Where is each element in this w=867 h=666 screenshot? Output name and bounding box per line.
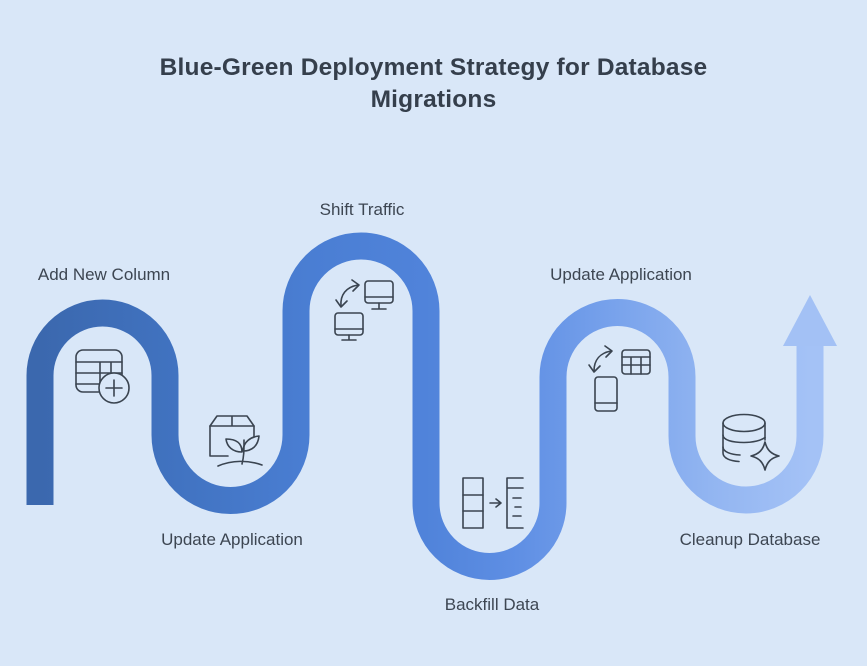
- step-label-update-application-1: Update Application: [161, 530, 303, 549]
- package-sprout-icon: [200, 406, 264, 470]
- monitors-swap-icon: [327, 275, 397, 341]
- step-label-shift-traffic: Shift Traffic: [319, 200, 405, 219]
- phone-table-swap-icon: [584, 343, 654, 413]
- database-sparkle-icon: [712, 406, 784, 474]
- step-label-cleanup-database: Cleanup Database: [679, 530, 821, 549]
- step-label-update-application-2: Update Application: [550, 265, 692, 284]
- serpentine-path: [26, 232, 824, 580]
- up-arrow-icon: [783, 295, 837, 346]
- step-label-backfill-data: Backfill Data: [444, 595, 540, 614]
- step-label-add-new-column: Add New Column: [37, 265, 171, 284]
- table-plus-icon: [74, 346, 136, 408]
- page-title: Blue-Green Deployment Strategy for Datab…: [159, 54, 708, 113]
- column-backfill-icon: [455, 474, 525, 534]
